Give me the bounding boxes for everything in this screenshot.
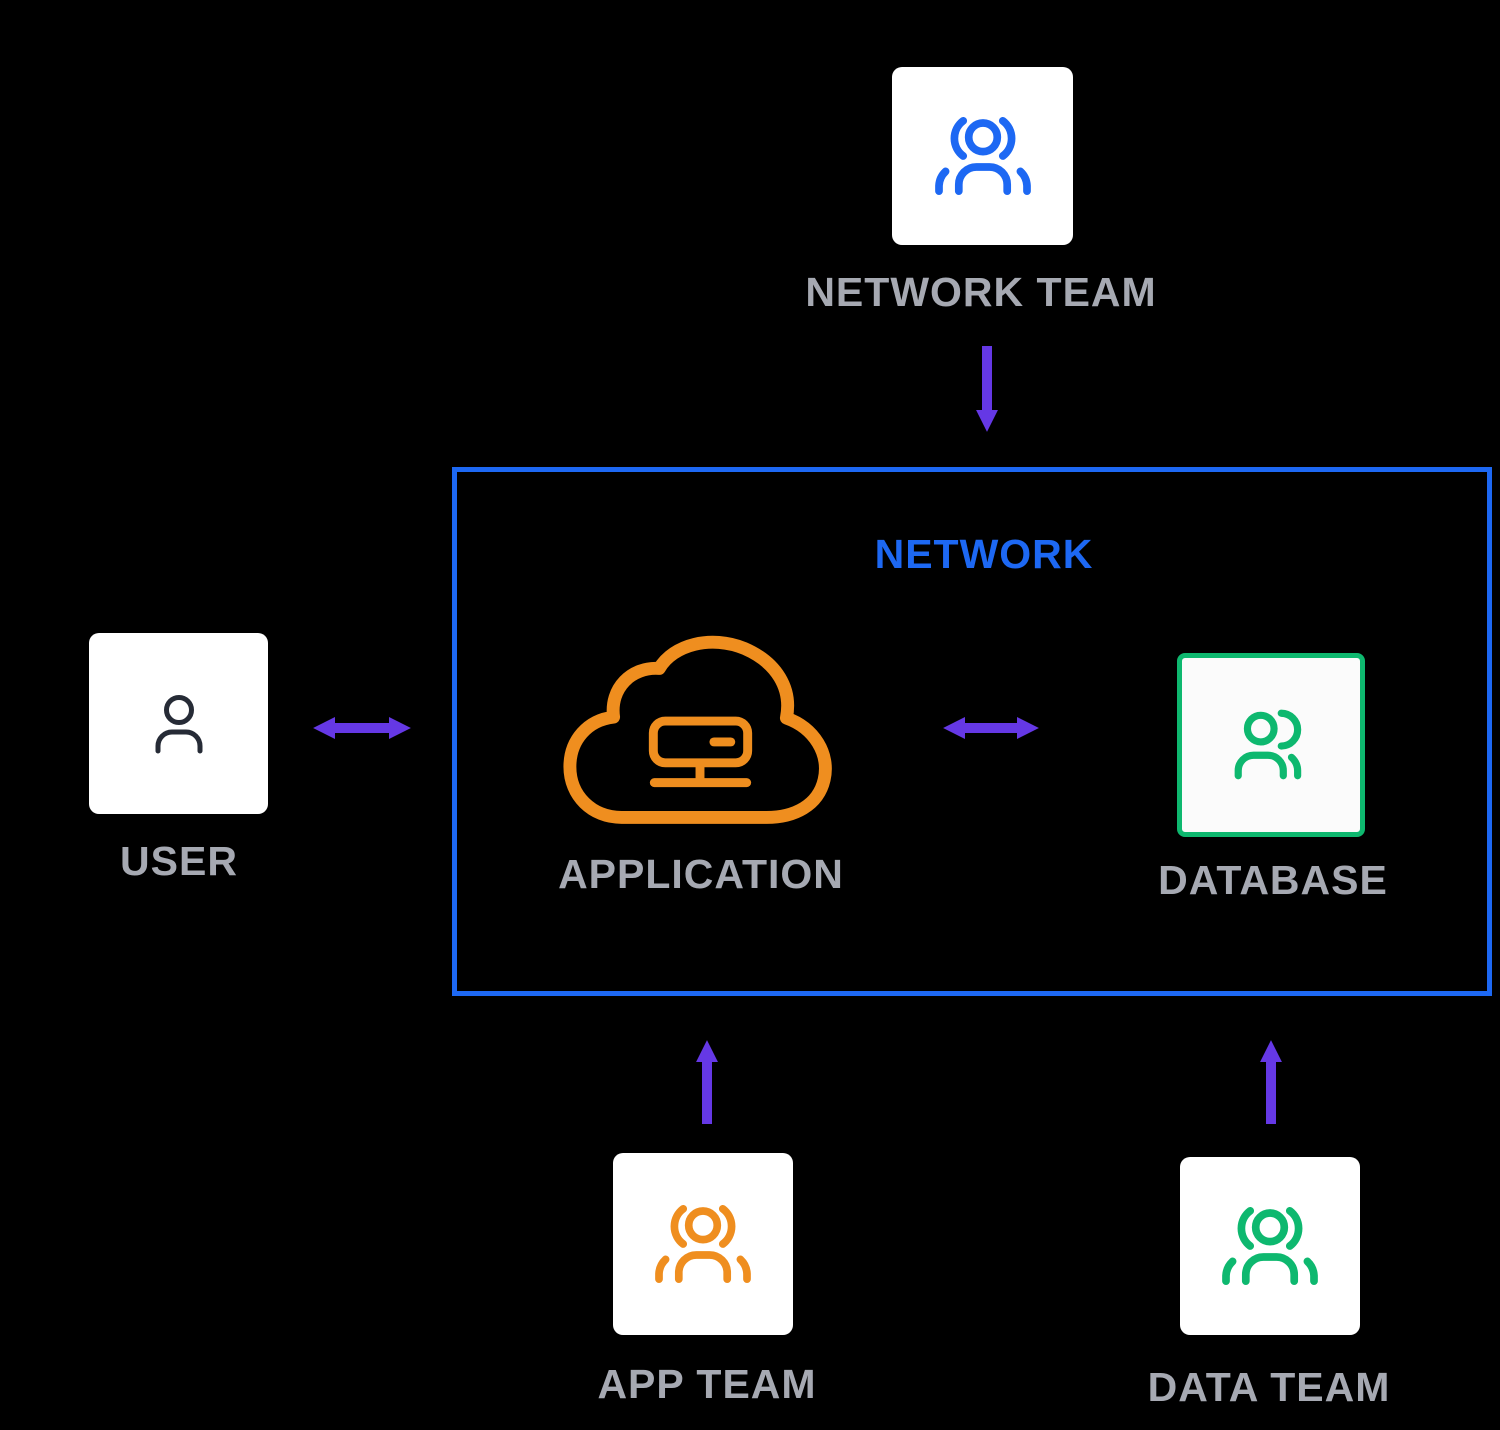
data-team-box [1180, 1157, 1360, 1335]
database-label: DATABASE [1158, 857, 1388, 903]
network-boundary-box [452, 467, 1492, 996]
database-box [1177, 653, 1365, 837]
team-icon [1222, 1206, 1318, 1286]
network-team-label: NETWORK TEAM [805, 269, 1157, 315]
network-label: NETWORK [874, 531, 1094, 577]
cloud-server-icon [563, 635, 832, 824]
app-team-box [613, 1153, 793, 1335]
team-icon [655, 1204, 751, 1284]
person-icon [155, 694, 202, 753]
server-icon [648, 716, 753, 788]
two-person-icon [1234, 709, 1302, 780]
user-label: USER [120, 838, 238, 884]
application-label: APPLICATION [558, 851, 844, 897]
network-team-box [892, 67, 1073, 245]
user-box [89, 633, 268, 814]
app-team-label: APP TEAM [597, 1361, 817, 1407]
team-icon [934, 116, 1031, 196]
data-team-label: DATA TEAM [1147, 1364, 1391, 1410]
